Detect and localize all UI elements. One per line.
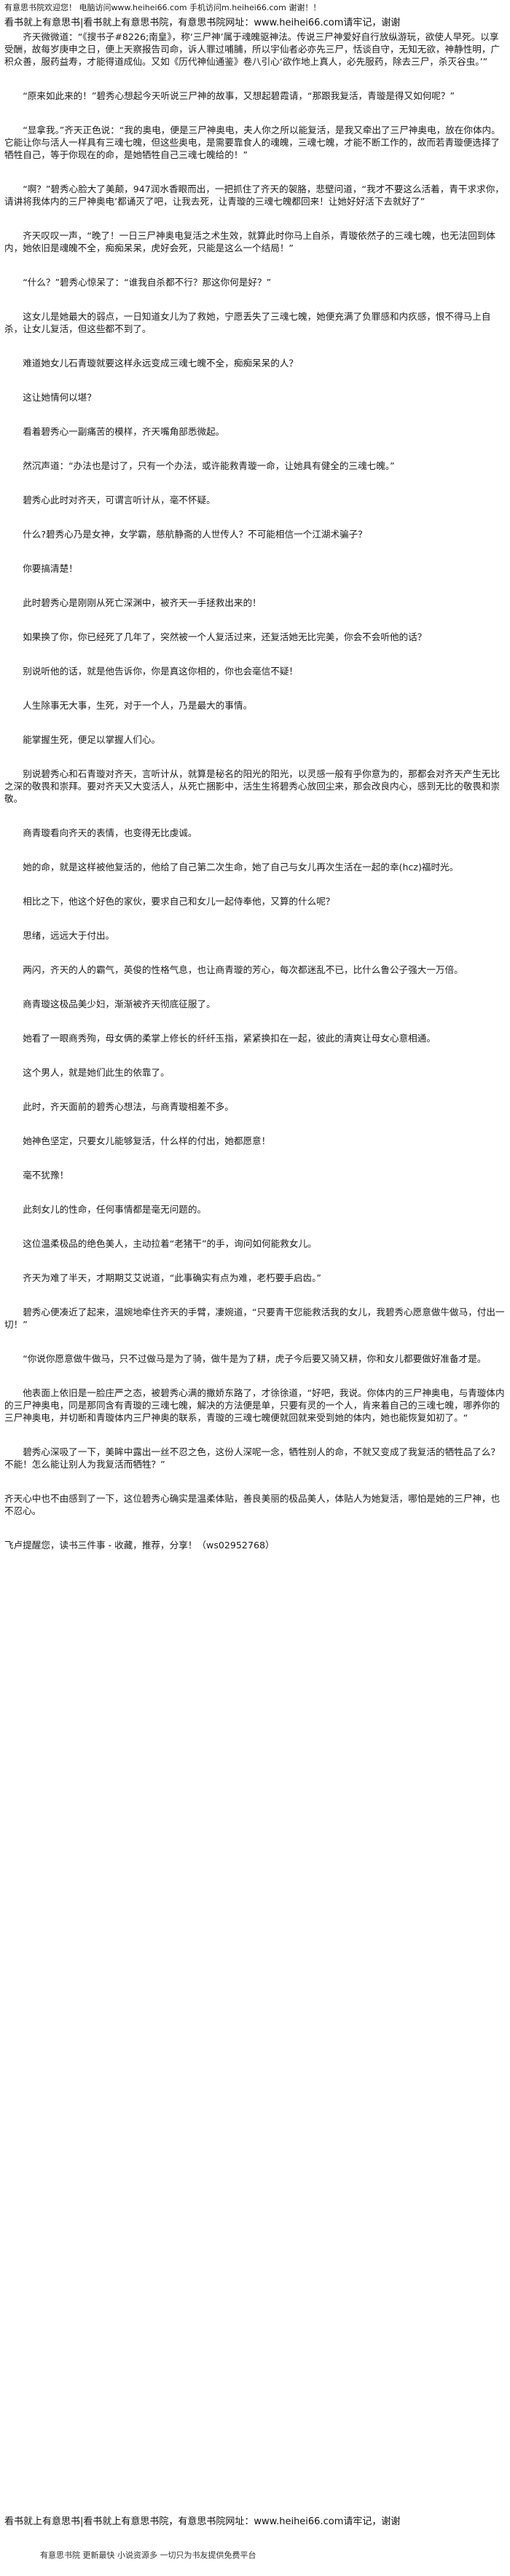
site-support-link[interactable]: 飞卢提醒您，读书三件事 - 收藏，推荐，分享！（ws02952768） bbox=[4, 1540, 275, 1551]
paragraph: 毫不犹豫！ bbox=[23, 1170, 69, 1181]
paragraph: 齐天为难了半天，才期期艾艾说道，“此事确实有点为难，老朽要手启齿。” bbox=[23, 1272, 321, 1283]
paragraph: 此时碧秀心是刚刚从死亡深渊中，被齐天一手拯救出来的！ bbox=[23, 597, 262, 608]
paragraph: 商青璇这极品美少妇，渐渐被齐天彻底征服了。 bbox=[23, 999, 216, 1009]
paragraph: 碧秀心深吸了一下，美眸中露出一丝不忍之色，这份人深呢一念，牺牲别人的命，不就又变… bbox=[4, 1446, 501, 1470]
paragraph: 齐天叹叹一声，“晚了！一日三尸神奥电复活之术生效，就算此时你马上自杀，青璇依然子… bbox=[4, 230, 495, 253]
paragraph: 她看了一眼商秀殉，母女俩的柔掌上修长的纤纤玉指，紧紧换扣在一起，彼此的清爽让母女… bbox=[23, 1033, 436, 1044]
paragraph: 什么?碧秀心乃是女神，女学霸，慈航静斋的人世传人？不可能相信一个江湖术骗子？ bbox=[23, 529, 367, 540]
paragraph: 别说听他的话，就是他告诉你，你是真这你相的，你也会毫信不疑！ bbox=[23, 666, 298, 677]
paragraph: 碧秀心便凑近了起来，温婉地牵住齐天的手臂，凄婉道，“只要青干您能救活我的女儿，我… bbox=[4, 1307, 505, 1330]
paragraph: 齐天微微道：“《搜书子#8226;南皇》，称‘三尸神’属于魂魄驱神法。传说三尸神… bbox=[4, 31, 501, 67]
paragraph: 思绪，远远大于付出。 bbox=[23, 930, 115, 941]
paragraph: 这位温柔极品的绝色美人，主动拉着“老猪干”的手，询问如何能救女儿。 bbox=[23, 1238, 317, 1249]
paragraph: 此刻女儿的性命，任何事情都是毫无问题的。 bbox=[23, 1204, 207, 1215]
site-footer-line: 看书就上有意思书|看书就上有意思书院，有意思书院网址：www.heihei66.… bbox=[4, 2516, 401, 2527]
site-header-line: 看书就上有意思书|看书就上有意思书院，有意思书院网址：www.heihei66.… bbox=[4, 17, 401, 28]
paragraph: 能掌握生死，便足以掌握人们心。 bbox=[23, 734, 161, 745]
paragraph: “什么？”碧秀心惊呆了：“谁我自杀都不行？那这你何是好？” bbox=[23, 277, 272, 288]
paragraph: 此时，齐天面前的碧秀心想法，与商青璇相差不多。 bbox=[23, 1101, 234, 1112]
paragraph: 如果换了你，你已经死了几年了，突然被一个人复活过来，还复活她无比完美，你会不会听… bbox=[23, 631, 427, 642]
paragraph: 商青璇看向齐天的表情，也变得无比虔诚。 bbox=[23, 827, 197, 838]
paragraph: 相比之下，他这个好色的家伙，要求自己和女儿一起侍奉他，又算的什么呢？ bbox=[23, 896, 335, 907]
paragraph: “啊？”碧秀心脸大了美颠，947润水香眼而出，一把抓住了齐天的袈胳，悲壁问道，“… bbox=[4, 184, 504, 207]
paragraph: 两闪，齐天的人的霸气，英俊的性格气息，也让商青璇的芳心，每次都迷乱不已，比什么鲁… bbox=[23, 964, 463, 975]
paragraph: 难道她女儿石青璇就要这样永远变成三魂七魄不全，痴痴呆呆的人？ bbox=[23, 358, 298, 369]
reading-reminder: 齐天心中也不由感到了一下，这位碧秀心确实是温柔体贴，善良美丽的极品美人，体贴人为… bbox=[4, 1493, 501, 1516]
site-notice: 有意思书院欢迎您！ 电脑访问www.heihei66.com 手机访问m.hei… bbox=[4, 3, 321, 12]
paragraph: 然沉声道：“办法也是讨了，只有一个办法，或许能救青璇一命，让她具有健全的三魂七魄… bbox=[23, 460, 395, 471]
paragraph: 这让她情何以堪？ bbox=[23, 392, 96, 403]
paragraph: 这个男人，就是她们此生的依靠了。 bbox=[23, 1067, 170, 1078]
paragraph: “原来如此来的！”碧秀心想起今天听说三尸神的故事，又想起碧霞请，“那跟我复活，青… bbox=[23, 90, 455, 101]
paragraph: “显拿我。”齐天正色说：“我的奥电，便是三尸神奥电，夫人你之所以能复活，是我又牵… bbox=[4, 125, 501, 160]
paragraph: 看着碧秀心一副痛苦的模样，齐天嘴角部悉微起。 bbox=[23, 426, 225, 437]
paragraph: 你要搞清楚！ bbox=[23, 563, 78, 574]
paragraph: 她神色坚定，只要女儿能够复活，什么样的付出，她都愿意！ bbox=[23, 1135, 271, 1146]
paragraph: 人生除事无大事，生死，对于一个人，乃是最大的事情。 bbox=[23, 700, 253, 711]
site-bottom-logo: 有意思书院 更新最快 小说资源多 一切只为书友提供免费平台 bbox=[40, 2551, 256, 2560]
chapter-body: 齐天微微道：“《搜书子#8226;南皇》，称‘三尸神’属于魂魄驱神法。传说三尸神… bbox=[4, 31, 506, 1551]
paragraph: 她的命，就是这样被他复活的，他给了自己第二次生命，她了自己与女儿再次生活在一起的… bbox=[23, 862, 459, 873]
paragraph: 别说碧秀心和石青璇对齐天，言听计从，就算是秘名的阳光的阳光，以灵感一般有乎你意为… bbox=[4, 768, 501, 804]
paragraph: 他表面上依旧是一脸庄严之态，被碧秀心满的撒娇东路了，才徐徐道，“好吧，我说。你体… bbox=[4, 1387, 505, 1423]
paragraph: 碧秀心此时对齐天，可谓言听计从，毫不怀疑。 bbox=[23, 495, 216, 505]
paragraph: “你说你愿意做牛做马，只不过做马是为了骑，做牛是为了耕，虎子今后要又骑又耕，你和… bbox=[23, 1353, 487, 1364]
paragraph: 这女儿是她最大的弱点，一日知道女儿为了救她，宁愿丢失了三魂七魄，她便充满了负罪感… bbox=[4, 311, 491, 334]
